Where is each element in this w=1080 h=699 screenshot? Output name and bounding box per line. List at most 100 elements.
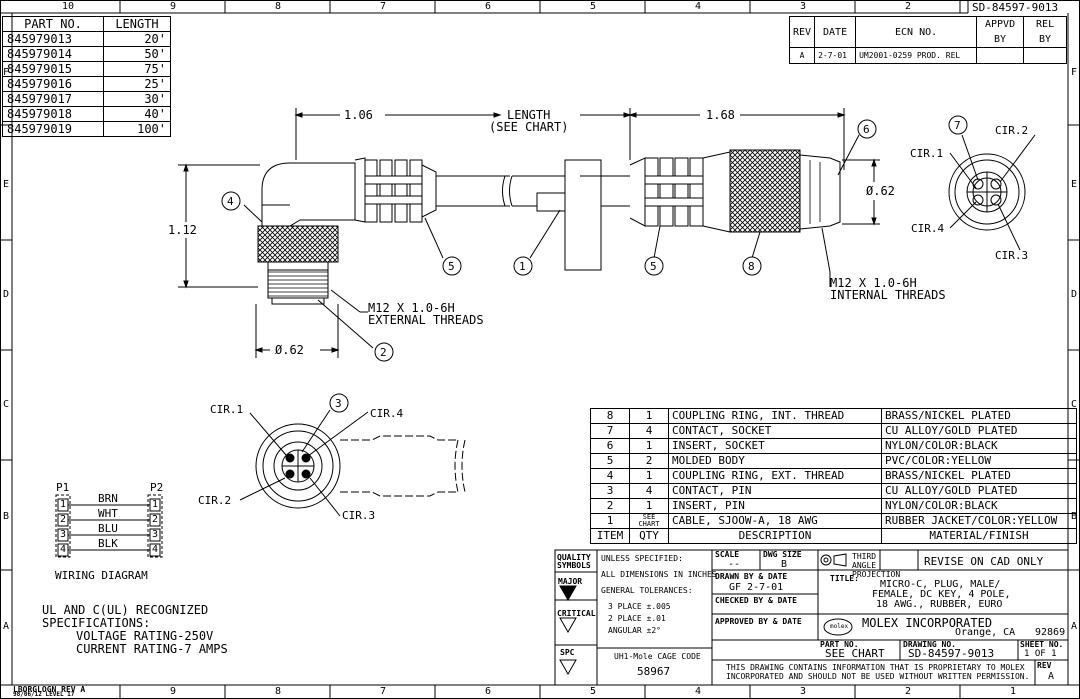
col-label: 5 (590, 686, 597, 697)
rev-label: REV (1037, 661, 1052, 670)
length-cell: 40' (103, 106, 171, 122)
description-cell: COUPLING RING, INT. THREAD (668, 408, 882, 424)
qty-cell: 2 (629, 453, 669, 469)
wire-color: BLU (98, 522, 118, 535)
internal-thread-callout: M12 X 1.0-6H (830, 276, 917, 290)
material-cell: BRASS/NICKEL PLATED (881, 408, 1077, 424)
table-row: A 2-7-01 UM2001-0259 PROD. REL (788, 47, 1068, 64)
length-cell: 20' (103, 31, 171, 47)
tolerance-2-place: 2 PLACE ±.01 (608, 614, 666, 623)
col-label: 10 (62, 1, 75, 12)
item-cell: 5 (590, 453, 630, 469)
item-cell: 2 (590, 498, 630, 514)
row-label: B (3, 511, 10, 522)
material-cell: NYLON/COLOR:BLACK (881, 438, 1077, 454)
company-name: MOLEX INCORPORATED (862, 616, 993, 630)
col-label: 1 (1010, 686, 1017, 697)
table-header: ECN NO. (855, 16, 978, 48)
col-label: 5 (590, 1, 597, 12)
part-no-label: PART NO. (820, 640, 859, 649)
proprietary-line-1: THIS DRAWING CONTAINS INFORMATION THAT I… (726, 663, 1025, 672)
col-label: 2 (905, 686, 912, 697)
row-label: A (3, 621, 10, 632)
pin-number: 3 (152, 529, 159, 540)
title-line-2: FEMALE, DC KEY, 4 POLE, (872, 589, 1011, 600)
table-header-row: PART NO. LENGTH (2, 16, 171, 32)
general-tolerances: GENERAL TOLERANCES: (601, 586, 693, 595)
row-label: E (3, 179, 10, 190)
row-label: D (1071, 289, 1078, 300)
col-label: 7 (380, 686, 387, 697)
dim-right-length: 1.68 (706, 108, 735, 122)
critical-label: CRITICAL (557, 609, 596, 618)
note-line: VOLTAGE RATING-250V (76, 629, 214, 643)
table-header: LENGTH (103, 16, 171, 32)
quality-symbols-label: QUALITY SYMBOLS (557, 553, 591, 570)
tolerance-angular: ANGULAR ±2° (608, 626, 661, 635)
balloon-7: 7 (954, 119, 961, 132)
col-label: 9 (170, 1, 177, 12)
cad-level-line-1: LBORGLOGN REV A (13, 685, 86, 694)
title-label: TITLE: (830, 574, 859, 583)
dim-left-diameter: Ø.62 (275, 343, 304, 357)
table-header: PART NO. (2, 16, 104, 32)
major-label: MAJOR (558, 577, 583, 586)
col-label: 8 (275, 686, 282, 697)
note-line: CURRENT RATING-7 AMPS (76, 642, 228, 656)
pin-number: 1 (152, 499, 159, 510)
proprietary-line-2: INCORPORATED AND SHOULD NOT BE USED WITH… (726, 672, 1030, 681)
row-label: F (1071, 67, 1078, 78)
rev-value: A (1048, 671, 1055, 682)
table-header-row: REV DATE ECN NO. APPVD BY REL BY (788, 16, 1068, 48)
drawn-by-value: GF 2-7-01 (729, 582, 784, 593)
qty-cell: 1 (629, 468, 669, 484)
pin-number: 4 (60, 544, 67, 555)
item-cell: 3 (590, 483, 630, 499)
cir-3-label: CIR.3 (342, 509, 376, 522)
dim-length: LENGTH (507, 108, 551, 122)
col-label: 9 (170, 686, 177, 697)
length-cell: 100' (103, 121, 171, 137)
part-no-value: SEE CHART (825, 647, 885, 660)
balloon-2: 2 (380, 346, 387, 359)
col-label: 3 (800, 1, 807, 12)
part-number-cell: 845979018 (2, 106, 104, 122)
cir-1-label: CIR.1 (210, 403, 244, 416)
revision-block: REV DATE ECN NO. APPVD BY REL BY A 2-7-0… (788, 16, 1068, 64)
scale-label: SCALE (715, 550, 740, 559)
external-thread-callout: M12 X 1.0-6H (368, 301, 455, 315)
dwg-size-value: B (781, 559, 788, 570)
projection-label: THIRD ANGLE PROJECTION (852, 552, 901, 579)
part-number-cell: 845979016 (2, 76, 104, 92)
pin-number: 2 (152, 514, 159, 525)
description-cell: INSERT, SOCKET (668, 438, 882, 454)
material-cell: BRASS/NICKEL PLATED (881, 468, 1077, 484)
material-cell: CU ALLOY/GOLD PLATED (881, 423, 1077, 439)
length-cell: 25' (103, 76, 171, 92)
scale-value: -- (728, 559, 741, 570)
part-number-cell: 845979014 (2, 46, 104, 62)
item-cell: 6 (590, 438, 630, 454)
col-label: 4 (695, 686, 702, 697)
part-number-cell: 845979015 (2, 61, 104, 77)
cir-2-label: CIR.2 (198, 494, 232, 507)
row-label: C (1071, 399, 1078, 410)
row-label: E (1071, 179, 1078, 190)
description-cell: COUPLING RING, EXT. THREAD (668, 468, 882, 484)
balloon-6: 6 (863, 123, 870, 136)
drawn-by-label: DRAWN BY & DATE (715, 572, 788, 581)
table-header: REL BY (1023, 16, 1068, 48)
table-header: REV (788, 16, 816, 48)
wire-color: BRN (98, 492, 118, 505)
item-cell: 4 (590, 468, 630, 484)
pin-number: 2 (60, 514, 67, 525)
